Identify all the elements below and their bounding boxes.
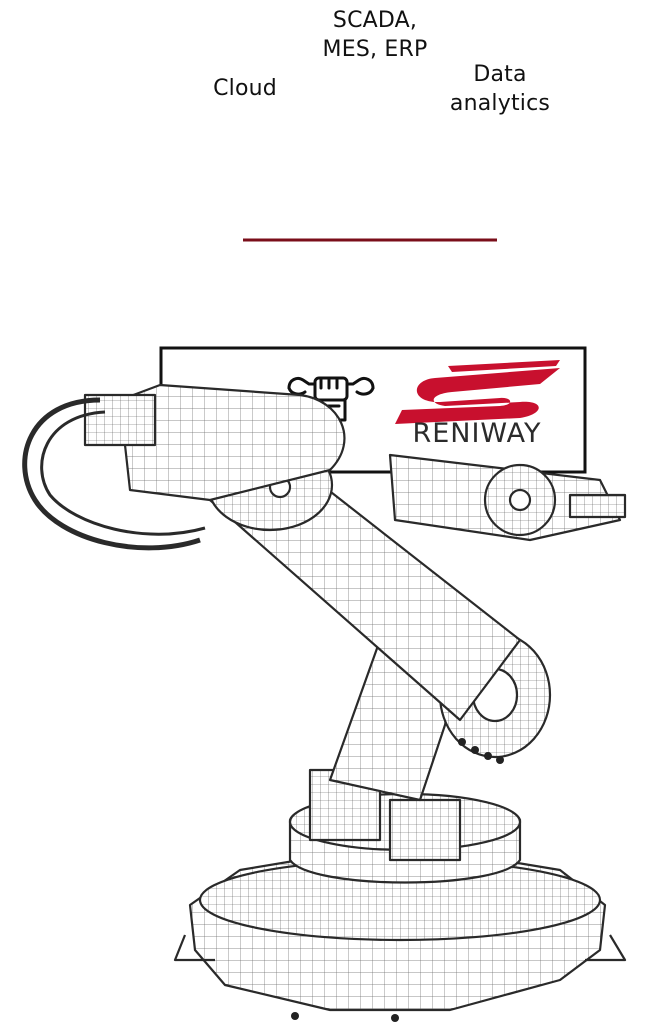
scada-mes-erp-label: SCADA, MES, ERP: [300, 6, 450, 64]
reniway-logo-text: RENIWAY: [412, 418, 542, 449]
scada-label-line2: MES, ERP: [322, 37, 428, 62]
scada-label-line1: SCADA,: [332, 8, 418, 33]
cloud-label-text: Cloud: [213, 76, 277, 101]
data-analytics-line1: Data: [473, 62, 527, 87]
data-analytics-label: Data analytics: [430, 60, 570, 118]
connector-tree: [241, 76, 499, 348]
cloud-label: Cloud: [195, 74, 295, 103]
industrial-robot-illustration: [22, 383, 627, 1022]
reniway-logo: [395, 360, 560, 424]
data-analytics-line2: analytics: [449, 91, 551, 116]
